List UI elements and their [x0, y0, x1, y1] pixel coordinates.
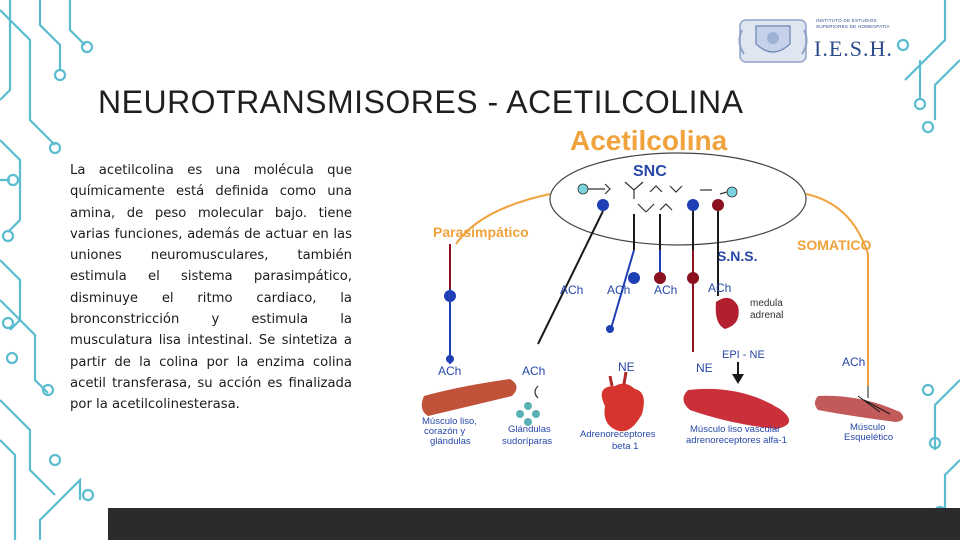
- ach-right-label: ACh: [842, 355, 865, 369]
- caption-gland-1: Glándulas: [508, 424, 551, 435]
- pathway-arcs: [455, 193, 869, 386]
- caption-smooth-3: glándulas: [430, 436, 471, 447]
- caption-adreno-1: Adrenoreceptores: [580, 429, 656, 440]
- ach-mid-label: ACh: [522, 364, 545, 378]
- adrenal-gland: [715, 297, 739, 329]
- epi-ne-label: EPI - NE: [722, 349, 765, 361]
- caption-vascular-2: adrenoreceptores alfa-1: [686, 435, 787, 446]
- organ-captions: Músculo liso, corazón y glándulas Glándu…: [422, 416, 893, 452]
- acetilcolina-diagram: Acetilcolina SNC Parasimpátic: [421, 125, 904, 452]
- ach-label-2: ACh: [607, 283, 630, 297]
- caption-adreno-2: beta 1: [612, 441, 638, 452]
- ne-label-1: NE: [618, 360, 635, 374]
- medula-label-1: medula: [750, 298, 783, 309]
- ganglia: [444, 272, 699, 363]
- logo-name: I.E.S.H.: [814, 36, 893, 61]
- nerve-lines: [537, 210, 719, 345]
- somatico-label: SOMATICO: [797, 237, 872, 253]
- footer-bar: [108, 508, 960, 540]
- smooth-muscle-organ: [421, 379, 517, 416]
- caption-smooth-2: corazón y: [424, 426, 465, 437]
- ach-label-3: ACh: [654, 283, 677, 297]
- parasimpatico-label: Parasimpático: [433, 224, 529, 240]
- ne-label-2: NE: [696, 361, 713, 375]
- slide-title: NEUROTRANSMISORES - ACETILCOLINA: [98, 84, 744, 120]
- caption-skeletal-2: Esquelético: [844, 432, 893, 443]
- snc-label: SNC: [633, 163, 667, 180]
- ach-left-label: ACh: [438, 364, 461, 378]
- caption-skeletal-1: Músculo: [850, 422, 885, 433]
- ach-label-4: ACh: [708, 281, 731, 295]
- ach-label-1: ACh: [560, 283, 583, 297]
- body-paragraph: La acetilcolina es una molécula que quím…: [70, 163, 352, 413]
- sns-label: S.N.S.: [717, 248, 757, 264]
- caption-smooth-1: Músculo liso,: [422, 416, 477, 427]
- logo-line-2: SUPERIORES DE HOMEOPATÍA: [816, 24, 890, 29]
- logo-subtitle: INSTITUTO DE ESTUDIOS SUPERIORES DE HOME…: [816, 18, 906, 30]
- caption-gland-2: sudoríparas: [502, 436, 552, 447]
- caption-vascular-1: Músculo liso vascular: [690, 424, 780, 435]
- medula-label-2: adrenal: [750, 310, 783, 321]
- snc-ellipse: [549, 152, 807, 246]
- heart-organ: [601, 383, 644, 432]
- iesh-logo: INSTITUTO DE ESTUDIOS SUPERIORES DE HOME…: [734, 14, 904, 66]
- sweat-gland-organ: [516, 402, 540, 426]
- crest-icon: [738, 19, 808, 63]
- vascular-muscle-organ: [683, 388, 790, 429]
- skeletal-muscle-organ: [815, 395, 904, 422]
- logo-line-1: INSTITUTO DE ESTUDIOS: [816, 18, 877, 23]
- snc-neurons: [577, 181, 738, 213]
- diagram-title: Acetilcolina: [570, 125, 728, 156]
